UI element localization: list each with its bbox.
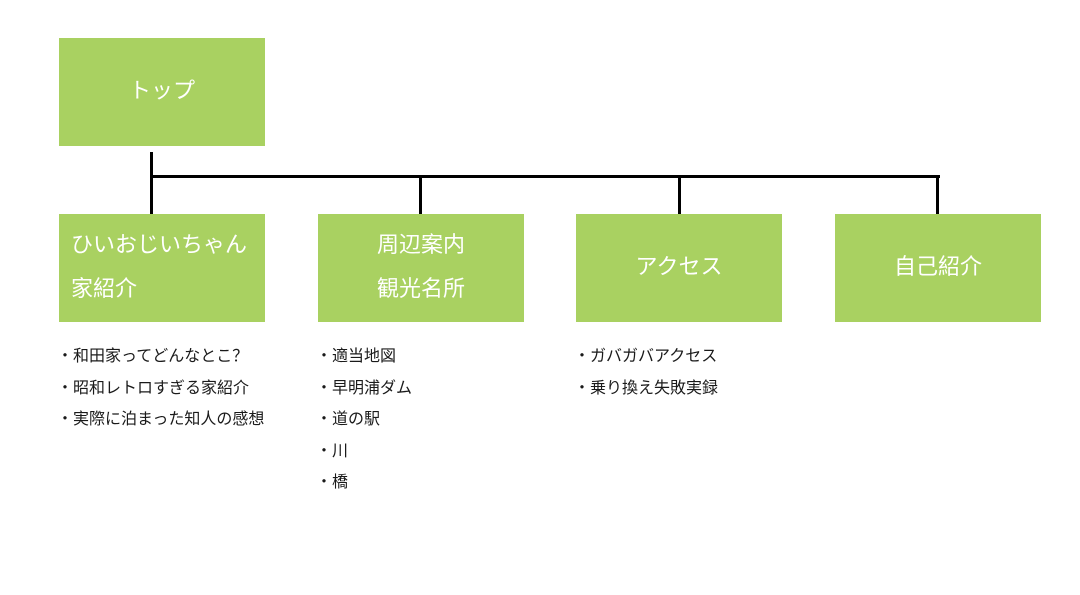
node-top-label: トップ <box>128 79 195 104</box>
node-area-guide-line-2: 観光名所 <box>376 277 465 302</box>
node-self-intro-line-1: 自己紹介 <box>893 255 982 280</box>
list-item: 乗り換え失敗実録 <box>574 372 718 404</box>
list-access: ガバガバアクセス 乗り換え失敗実録 <box>574 340 718 403</box>
list-family-home: 和田家ってどんなとこ？ 昭和レトロすぎる家紹介 実際に泊まった知人の感想 <box>57 340 264 435</box>
node-family-home-line-2: 家紹介 <box>71 277 138 302</box>
node-access: アクセス <box>576 214 782 322</box>
connector-drop-3 <box>678 175 681 214</box>
list-item: 橋 <box>316 466 412 498</box>
list-item: 実際に泊まった知人の感想 <box>57 403 264 435</box>
connector-drop-4 <box>936 175 939 214</box>
list-item: 早明浦ダム <box>316 372 412 404</box>
connector-root-stem <box>150 152 153 177</box>
list-item: 和田家ってどんなとこ？ <box>57 340 264 372</box>
node-area-guide: 周辺案内 観光名所 <box>318 214 524 322</box>
list-item: ガバガバアクセス <box>574 340 718 372</box>
list-item: 適当地図 <box>316 340 412 372</box>
connector-horizontal-bus <box>150 175 940 178</box>
node-access-line-1: アクセス <box>635 255 723 280</box>
list-item: 道の駅 <box>316 403 412 435</box>
node-family-home-line-1: ひいおじいちゃん <box>71 233 248 258</box>
list-item: 昭和レトロすぎる家紹介 <box>57 372 264 404</box>
node-area-guide-line-1: 周辺案内 <box>376 233 465 258</box>
node-family-home: ひいおじいちゃん 家紹介 <box>59 214 265 322</box>
connector-drop-1 <box>150 175 153 214</box>
list-area-guide: 適当地図 早明浦ダム 道の駅 川 橋 <box>316 340 412 498</box>
node-self-intro: 自己紹介 <box>835 214 1041 322</box>
list-item: 川 <box>316 435 412 467</box>
connector-drop-2 <box>419 175 422 214</box>
node-top: トップ <box>59 38 265 146</box>
